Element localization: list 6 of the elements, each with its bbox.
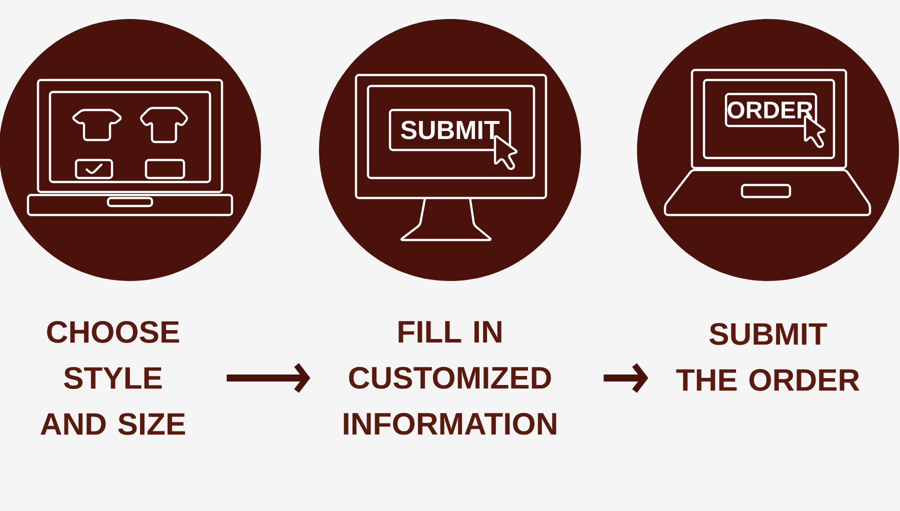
screen-text: ORDER: [728, 102, 813, 118]
screen-text: SUBMIT: [400, 120, 500, 140]
arrow: [226, 363, 310, 393]
step-label: CHOOSE STYLE AND SIZE: [40, 321, 185, 435]
step-label: SUBMIT THE ORDER: [676, 323, 860, 391]
step-label: FILL IN CUSTOMIZED INFORMATION: [344, 321, 556, 435]
